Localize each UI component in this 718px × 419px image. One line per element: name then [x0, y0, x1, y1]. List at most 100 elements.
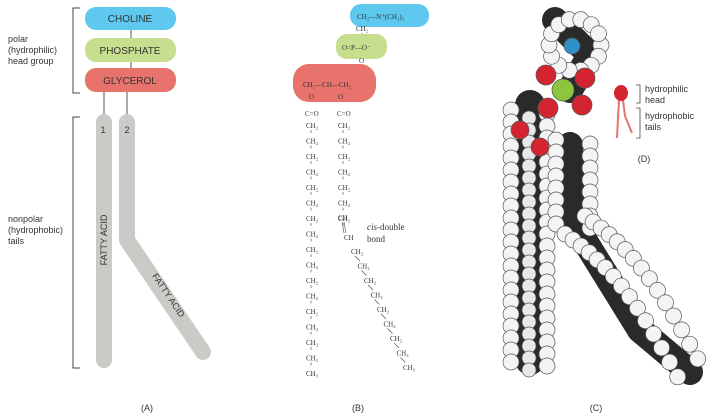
choline-formula: CH₂—N⁺(CH₃)₃ [357, 13, 405, 21]
mini-head [614, 85, 628, 101]
chain-1-ch2: CH₂ [306, 122, 319, 130]
chain-2-ch: CH [338, 214, 348, 222]
hydrogen-atom [621, 288, 638, 306]
chain-2-ch2: CH₂ [338, 153, 351, 161]
hydrogen-atom [657, 294, 674, 312]
chain-1-ch2: CH₂ [306, 153, 319, 161]
hydrogen-atom [637, 312, 654, 330]
chain-2-ch2: CH₂ [338, 200, 351, 208]
fatty-acid-chain-2: CH₂CH₂CH₂CH₂CH₂CH₂CH₂CHCHCH₂CH₂CH₂CH₂CH₂… [338, 122, 416, 372]
hydrogen-atom [521, 362, 537, 378]
hydrogen-atom [538, 357, 556, 375]
mini-tail-2 [622, 99, 633, 134]
choline-region [350, 4, 429, 27]
hydrogen-atom [665, 307, 682, 325]
tail-number-1: 1 [100, 125, 105, 135]
chain-1-ch2: CH₂ [306, 308, 319, 316]
phosphate-formula: O=P—O⁻ [342, 44, 371, 52]
hydrogen-atom [590, 25, 607, 43]
chain-2-ch2: CH₂ [364, 277, 377, 285]
carbonyl-left: C=O [305, 110, 319, 118]
nitrogen-atom [563, 37, 581, 55]
hydrophobic-label: hydrophobic tails [645, 111, 697, 132]
hydrogen-atom [629, 299, 646, 317]
choline-label: CHOLINE [108, 14, 153, 25]
phosphate-label: PHOSPHATE [100, 46, 161, 57]
chain-1-ch2: CH₂ [306, 138, 319, 146]
hydrogen-atom [653, 339, 670, 357]
hydrogen-atom [649, 281, 666, 299]
hydrogen-atom [673, 321, 690, 339]
chain-1-ch2: CH₂ [306, 215, 319, 223]
carbonyl-right: C=O [337, 110, 351, 118]
tail-number-2: 2 [124, 125, 129, 135]
chain-2-ch3: CH₃ [403, 364, 416, 372]
chain-2-ch2: CH₂ [377, 306, 390, 314]
choline-ch2: CH₂ [356, 25, 369, 33]
chain-1-ch2: CH₂ [306, 231, 319, 239]
chain-1-ch2: CH₂ [306, 184, 319, 192]
chain-1-ch2: CH₂ [306, 324, 319, 332]
hydrogen-atom [689, 350, 707, 368]
head-group-label: polar (hydrophilic) head group [8, 34, 60, 66]
phosphate-region [336, 34, 387, 59]
chain-1-ch2: CH₂ [306, 355, 319, 363]
oxygen-atom [571, 94, 593, 116]
hydrogen-atom [641, 270, 658, 288]
tails-label: nonpolar (hydrophobic) tails [8, 214, 66, 246]
cis-double-bond-label: cis-double bond [367, 222, 407, 244]
chain-1-ch2: CH₂ [306, 262, 319, 270]
fatty-acid-chain-1: CH₂ CH₂ CH₂ CH₂ CH₂ CH₂ CH₂ CH₂ CH₂ CH₂ CH₂ CH₂ CH₂ C… [306, 122, 319, 378]
chain-2-ch2: CH₂ [338, 184, 351, 192]
glycerol-o-left: O [309, 93, 314, 101]
chain-1-ch2: CH₂ [306, 277, 319, 285]
chain-1-ch2: CH₂ [306, 169, 319, 177]
chain-1-ch2: CH₂ [306, 339, 319, 347]
chain-2-ch2: CH₂ [338, 169, 351, 177]
hydrogen-atom [669, 368, 687, 386]
chain-2-ch2: CH₂ [358, 263, 371, 271]
oxygen-atom [530, 137, 550, 157]
glycerol-o-right: O [338, 93, 343, 101]
phosphorus-atom [551, 78, 575, 102]
chain-1-ch2: CH₂ [306, 246, 319, 254]
tails-bracket [72, 116, 80, 369]
panel-b: CH₂—N⁺(CH₃)₃ CH₂ O O=P—O⁻ O CH₂—CH—CH₂ O… [293, 4, 429, 413]
oxygen-atom [574, 67, 596, 89]
mini-tail-1 [616, 99, 620, 139]
chain-2-ch2: CH₂ [338, 215, 351, 223]
caption-c: (C) [590, 403, 603, 413]
phosphate-o-bottom: O [359, 57, 364, 65]
head-group-bracket [72, 7, 80, 94]
glycerol-region [293, 64, 376, 102]
caption-b: (B) [352, 403, 364, 413]
oxygen-atom [510, 120, 530, 140]
chain-1-ch2: CH₂ [306, 293, 319, 301]
chain-2-ch2: CH₂ [371, 292, 384, 300]
panel-a: polar (hydrophilic) head group nonpolar … [8, 7, 211, 413]
glycerol-label: GLYCEROL [103, 76, 157, 87]
glycerol-box [85, 68, 176, 92]
hydrogen-atom [661, 353, 679, 371]
phosphate-box [85, 38, 176, 62]
oxygen-atom [537, 97, 559, 119]
oxygen-atom [535, 64, 557, 86]
panel-d: hydrophilic head hydrophobic tails (D) [614, 84, 697, 164]
caption-d: (D) [638, 154, 651, 164]
caption-a: (A) [141, 403, 153, 413]
choline-box [85, 7, 176, 30]
hydrogen-atom [502, 353, 520, 371]
chain-1-ch3: CH₃ [306, 370, 319, 378]
tail-1-label: FATTY ACID [99, 214, 109, 265]
hydrophilic-label: hydrophilic head [645, 84, 691, 105]
chain-2-ch: CH [344, 234, 354, 242]
chain-2-ch2: CH₂ [338, 122, 351, 130]
chain-2-ch2: CH₂ [397, 350, 410, 358]
glycerol-formula: CH₂—CH—CH₂ [303, 81, 352, 89]
chain-2-ch2: CH₂ [384, 321, 397, 329]
chain-2-ch2: CH₂ [338, 138, 351, 146]
space-filling-model [502, 7, 707, 386]
fatty-acid-tail-2 [119, 114, 211, 360]
hydrogen-atom [645, 325, 662, 343]
